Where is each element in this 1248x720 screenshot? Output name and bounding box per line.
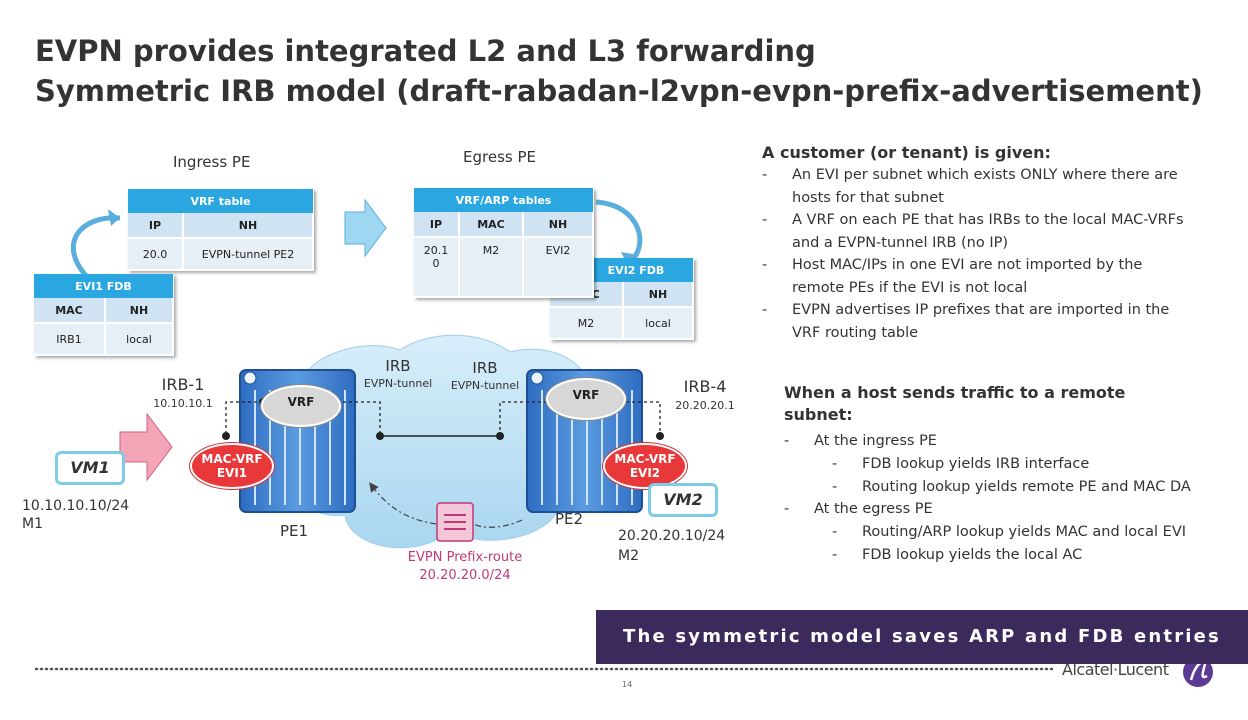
evi1-fdb-cell: IRB1 [34, 323, 106, 356]
irb-left-sub: EVPN-tunnel [363, 377, 433, 390]
mac-vrf-evi2-line2: EVI2 [629, 466, 661, 480]
vrf-arp-caption: VRF/ARP tables [414, 188, 593, 212]
vrf-arp-cell: EVI2 [523, 237, 594, 298]
vrf-table-header: IP [128, 213, 184, 239]
logo-text: Alcatel·Lucent [1062, 660, 1169, 679]
pe1-label: PE1 [280, 522, 309, 540]
evi2-fdb-cell: local [623, 307, 694, 340]
irb4-label: IRB-4 [683, 377, 727, 396]
irb4-ip: 20.20.20.1 [675, 399, 735, 412]
evi1-fdb-table: EVI1 FDB MAC NH IRB1 local [34, 274, 174, 356]
host-ingress-list: FDB lookup yields IRB interface Routing … [832, 453, 1244, 498]
ingress-to-egress-arrow [344, 198, 387, 258]
page-title: EVPN provides integrated L2 and L3 forwa… [35, 34, 816, 68]
mac-vrf-evi1-line2: EVI1 [216, 466, 248, 480]
evi1-fdb-cell: local [105, 323, 174, 356]
vrf-table-header: NH [183, 213, 314, 239]
irb-left-label: IRB [385, 357, 411, 375]
vrf-arp-cell: M2 [459, 237, 524, 298]
mac-vrf-evi1: MAC-VRF EVI1 [190, 443, 274, 489]
vm2-mac: M2 [618, 548, 639, 564]
vm1-box: VM1 [55, 451, 125, 485]
summary-banner: The symmetric model saves ARP and FDB en… [596, 610, 1248, 664]
list-item: A VRF on each PE that has IRBs to the lo… [762, 209, 1192, 254]
traffic-arrow [119, 412, 173, 482]
vrf-table-cell: 20.0 [128, 238, 184, 271]
list-item: EVPN advertises IP prefixes that are imp… [762, 299, 1192, 344]
vm2-box: VM2 [648, 483, 718, 517]
irb1-label: IRB-1 [161, 375, 205, 394]
evi1-fdb-caption: EVI1 FDB [34, 274, 173, 298]
evi2-fdb-header: NH [623, 282, 694, 308]
pe2-label: PE2 [555, 510, 584, 528]
vrf-arp-table: VRF/ARP tables IP MAC NH 20.1 0 M2 EVI2 [414, 188, 594, 298]
customer-heading: A customer (or tenant) is given: [762, 143, 1051, 162]
page-number: 14 [622, 680, 633, 689]
mac-vrf-evi2-line1: MAC-VRF [614, 452, 676, 466]
prefix-route-prefix: 20.20.20.0/24 [419, 568, 511, 583]
evi2-fdb-cell: M2 [550, 307, 624, 340]
host-list: At the ingress PE [784, 430, 1244, 453]
host-list-egress: At the egress PE [784, 498, 1244, 521]
ingress-pe-label: Ingress PE [173, 153, 251, 171]
host-egress-list: Routing/ARP lookup yields MAC and local … [832, 521, 1244, 566]
vrf-arp-header: NH [523, 212, 594, 238]
list-item: At the ingress PE [784, 430, 1244, 453]
list-item: Routing/ARP lookup yields MAC and local … [832, 521, 1244, 544]
list-item: Routing lookup yields remote PE and MAC … [832, 476, 1244, 499]
vm2-ip: 20.20.20.10/24 [618, 528, 726, 544]
mac-vrf-evi1-line1: MAC-VRF [201, 452, 263, 466]
vm1-mac: M1 [22, 516, 43, 532]
vrf-table-caption: VRF table [128, 189, 313, 213]
list-item: FDB lookup yields IRB interface [832, 453, 1244, 476]
list-item: At the egress PE [784, 498, 1244, 521]
egress-pe-label: Egress PE [463, 148, 536, 166]
evi2-fdb-table: EVI2 FDB MAC NH M2 local [550, 258, 694, 340]
list-item: Host MAC/IPs in one EVI are not imported… [762, 254, 1192, 299]
vrf-pe2: VRF [546, 378, 626, 420]
irb-right-label: IRB [472, 359, 498, 377]
vrf-arp-header: MAC [459, 212, 524, 238]
prefix-route-label: EVPN Prefix-route [407, 550, 523, 565]
vrf-table-cell: EVPN-tunnel PE2 [183, 238, 314, 271]
evi1-fdb-header: MAC [34, 298, 106, 324]
evi1-fdb-header: NH [105, 298, 174, 324]
customer-list: An EVI per subnet which exists ONLY wher… [762, 164, 1192, 344]
irb-right-sub: EVPN-tunnel [450, 379, 520, 392]
vrf-arp-cell: 20.1 0 [414, 237, 460, 298]
prefix-route-doc [436, 502, 474, 542]
mac-vrf-evi2: MAC-VRF EVI2 [603, 443, 687, 489]
page-subtitle: Symmetric IRB model (draft-rabadan-l2vpn… [35, 74, 1203, 108]
vm1-ip: 10.10.10.10/24 [22, 498, 130, 514]
irb1-ip: 10.10.10.1 [153, 397, 213, 410]
vrf-table: VRF table IP NH 20.0 EVPN-tunnel PE2 [128, 189, 314, 271]
list-item: FDB lookup yields the local AC [832, 544, 1244, 567]
host-heading: When a host sends traffic to a remote su… [784, 383, 1126, 424]
vrf-arp-header: IP [414, 212, 460, 238]
list-item: An EVI per subnet which exists ONLY wher… [762, 164, 1192, 209]
alcatel-lucent-logo [1183, 657, 1213, 687]
vrf-pe1: VRF [261, 385, 341, 427]
